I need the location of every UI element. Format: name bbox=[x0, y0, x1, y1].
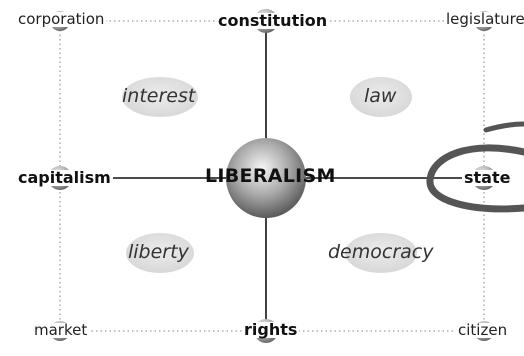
node-label-capitalism: capitalism bbox=[16, 170, 113, 186]
node-label-constitution: constitution bbox=[216, 13, 329, 29]
center-label: LIBERALISM bbox=[205, 167, 336, 186]
node-label-market: market bbox=[32, 323, 89, 338]
node-label-legislature: legislature bbox=[444, 12, 524, 27]
node-label-state: state bbox=[462, 170, 512, 186]
concept-label-liberty: liberty bbox=[128, 243, 189, 262]
concept-label-interest: interest bbox=[122, 87, 195, 106]
node-label-rights: rights bbox=[242, 322, 299, 338]
node-label-citizen: citizen bbox=[456, 323, 509, 338]
concept-label-democracy: democracy bbox=[328, 243, 433, 262]
swoosh-ring bbox=[430, 124, 524, 209]
concept-label-law: law bbox=[364, 87, 396, 106]
node-label-corporation: corporation bbox=[16, 12, 106, 27]
